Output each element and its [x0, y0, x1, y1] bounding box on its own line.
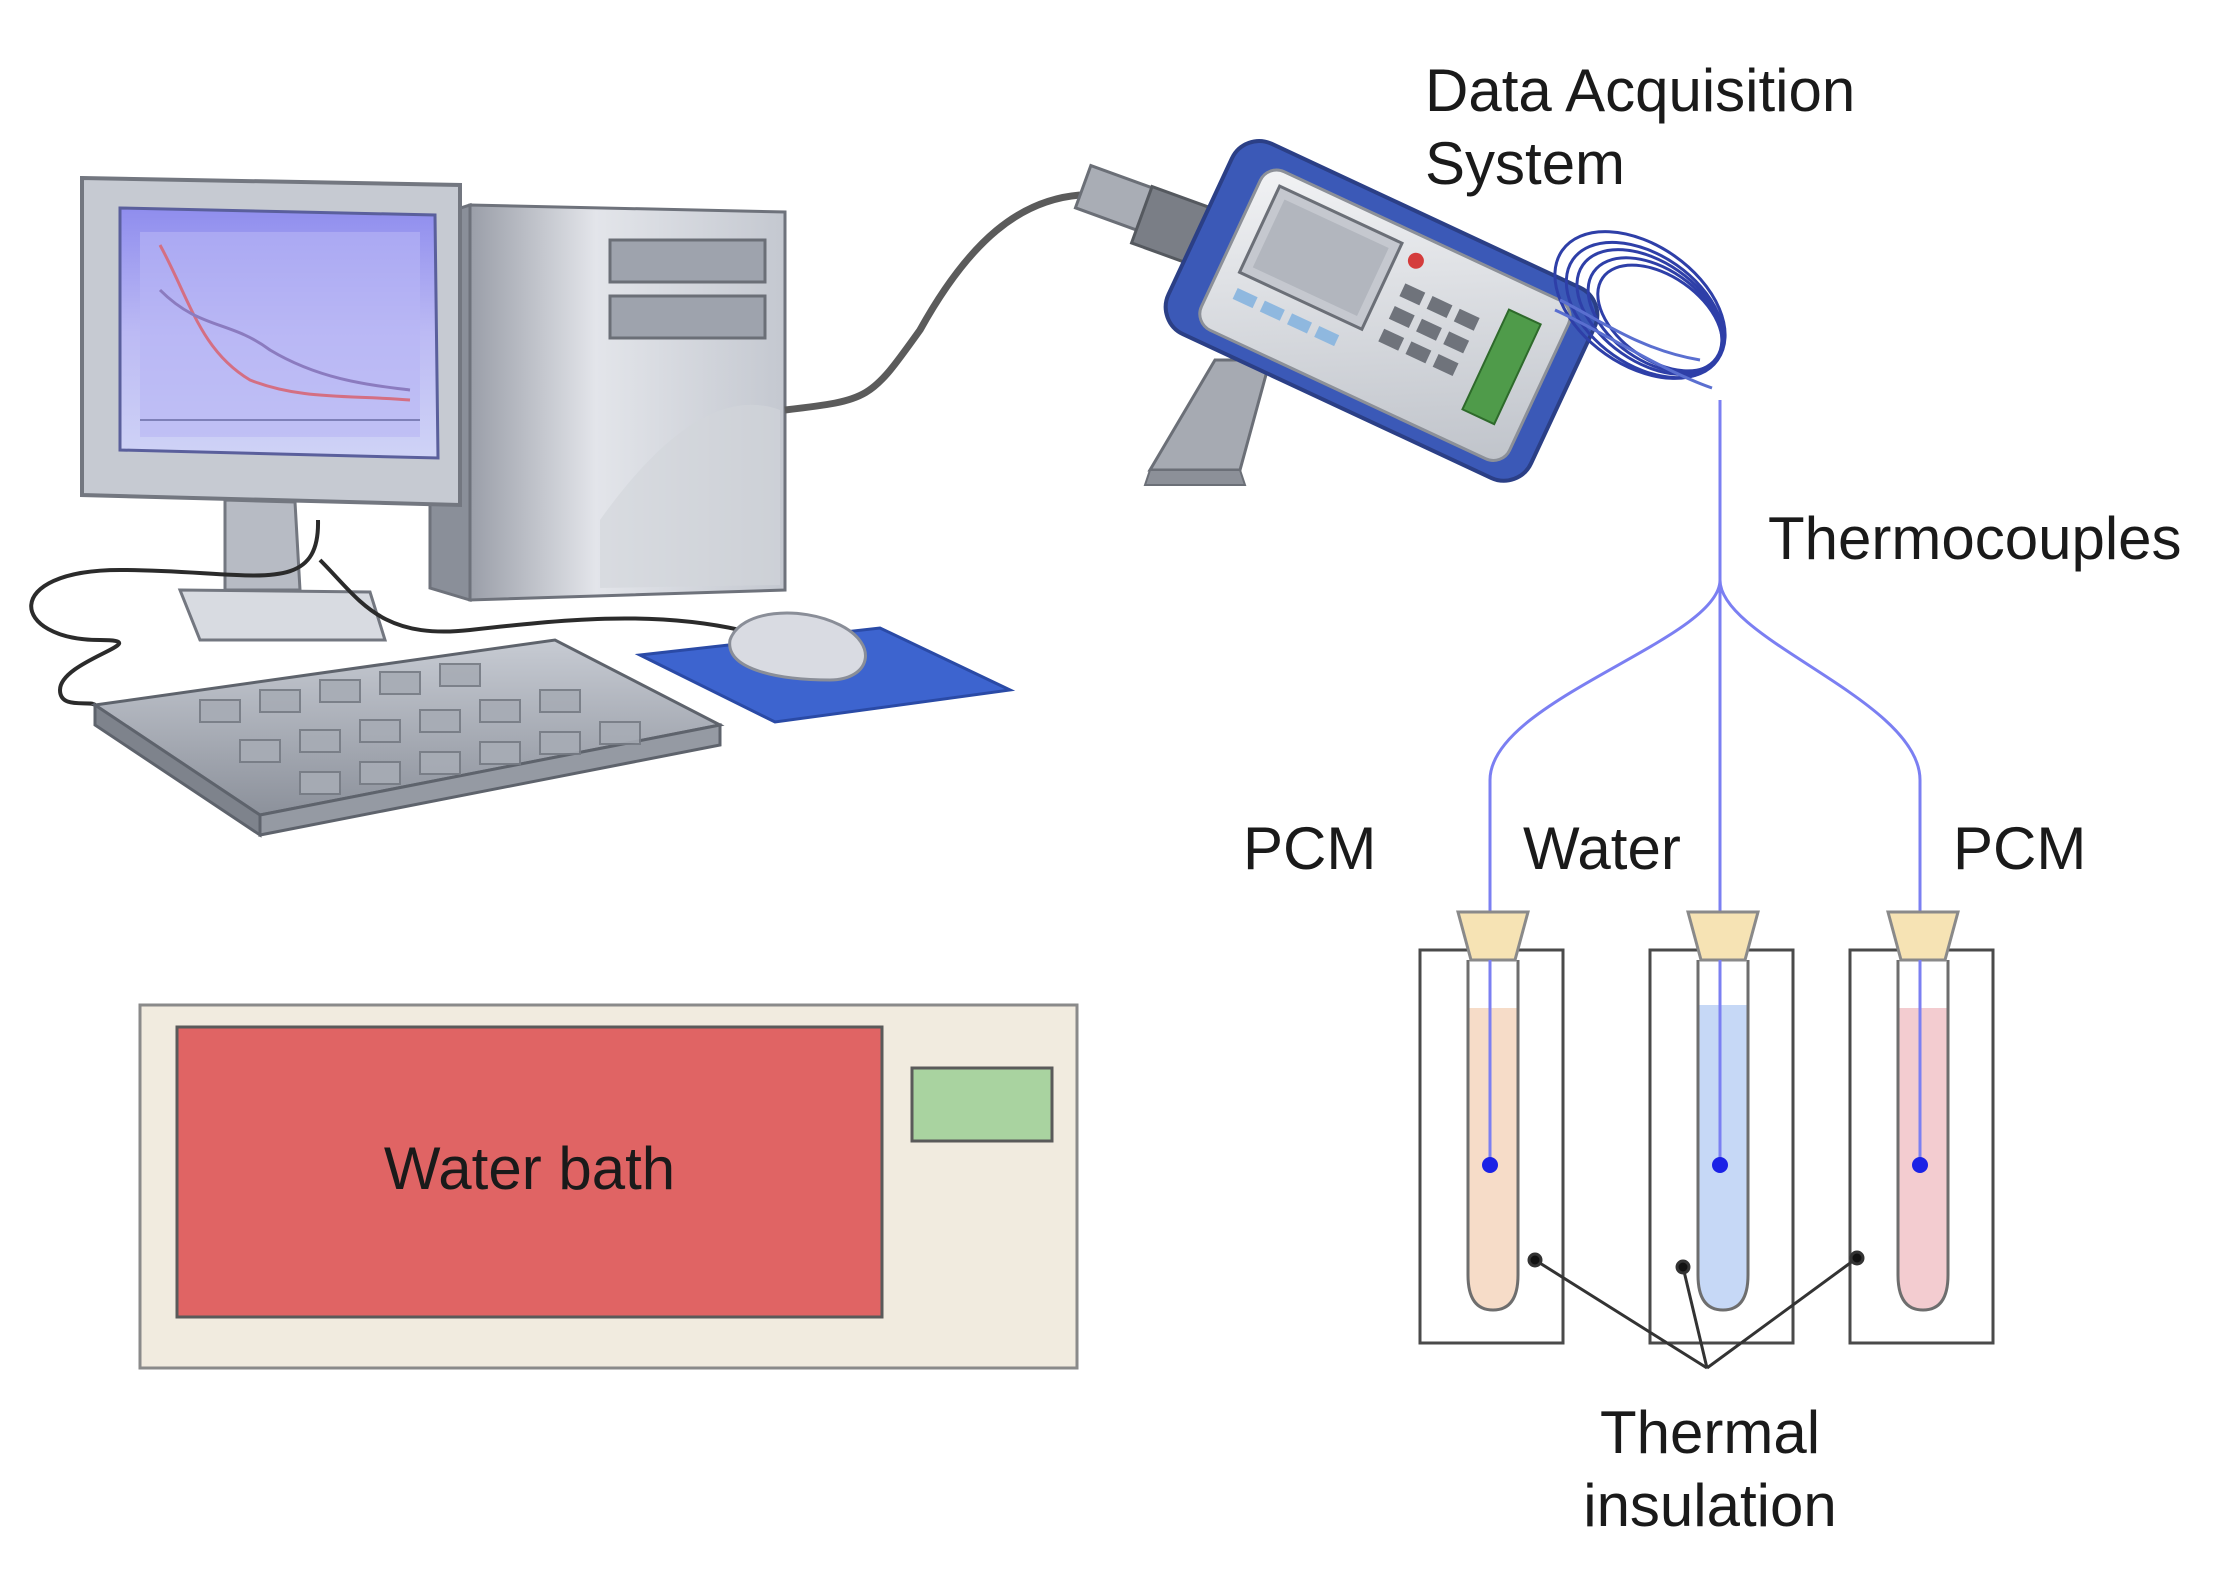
water-bath-display	[910, 1066, 1054, 1143]
data-acquisition-device	[1073, 139, 1727, 486]
tube-assembly-water	[1648, 910, 1795, 1345]
insulation-leader-lines	[1527, 1250, 1865, 1370]
pcm-right-label: PCM	[1953, 815, 2087, 882]
mouse-cable	[318, 558, 741, 634]
daq-label-line2: System	[1425, 130, 1626, 197]
sensor-tip-middle	[1712, 1157, 1728, 1173]
tower-cable-to-daq	[784, 191, 1081, 414]
thermocouple-coil	[1553, 230, 1727, 390]
test-tube-left	[1466, 960, 1520, 1312]
water-bath-panel	[175, 1025, 884, 1319]
water-label: Water	[1523, 815, 1681, 882]
computer-monitor	[80, 175, 462, 642]
keyboard	[90, 638, 725, 838]
stopper-left	[1456, 910, 1530, 962]
stopper-right	[1886, 910, 1960, 962]
water-fill	[1698, 1005, 1748, 1310]
thermocouples-label: Thermocouples	[1768, 505, 2182, 572]
sensor-tip-left	[1482, 1157, 1498, 1173]
pcm-left-label: PCM	[1243, 815, 1377, 882]
tube-assembly-pcm-right	[1848, 910, 1995, 1345]
computer-mouse	[728, 611, 867, 682]
water-bath-label: Water bath	[383, 1135, 676, 1202]
monitor-cable	[29, 519, 321, 707]
insulation-label-line2: insulation	[1583, 1472, 1837, 1539]
stopper-middle	[1686, 910, 1760, 962]
computer-tower	[428, 202, 787, 603]
computer	[29, 175, 1081, 838]
insulation-label-line1: Thermal	[1599, 1399, 1821, 1466]
water-bath	[138, 1003, 1079, 1370]
daq-label-line1: Data Acquisition	[1425, 57, 1856, 124]
tube-assembly-pcm-left	[1418, 910, 1565, 1345]
sensor-tip-right	[1912, 1157, 1928, 1173]
thermocouple-wires	[1488, 400, 1922, 918]
test-tube-middle	[1696, 960, 1750, 1312]
test-tube-right	[1896, 960, 1950, 1312]
